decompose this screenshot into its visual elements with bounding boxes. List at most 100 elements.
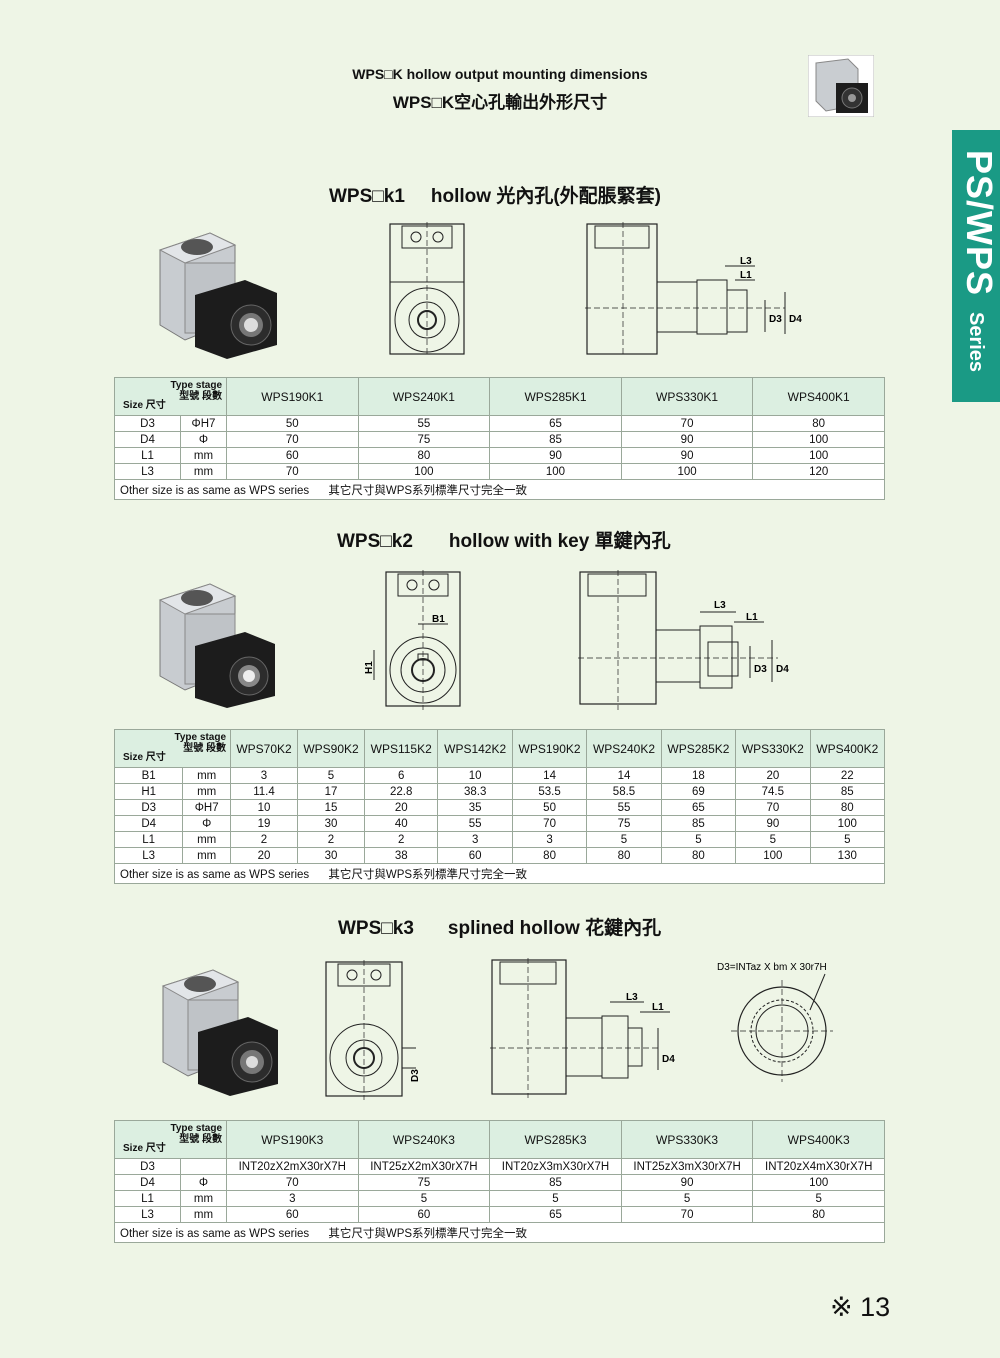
table-note: Other size is as same as WPS series 其它尺寸…: [114, 479, 885, 500]
note-cn: 其它尺寸與WPS系列標準尺寸完全一致: [328, 484, 528, 497]
cell: 2: [297, 831, 365, 848]
cell: 85: [809, 783, 886, 800]
note-en: Other size is as same as WPS series: [120, 868, 310, 881]
table-note: Other size is as same as WPS series 其它尺寸…: [114, 1222, 885, 1243]
row-unit: Φ: [182, 815, 231, 832]
row-name: B1: [113, 767, 184, 784]
cell: 60: [357, 1206, 491, 1223]
cell: 75: [357, 1174, 491, 1191]
product-photo-k2: [158, 583, 275, 708]
row-name: L3: [113, 847, 184, 864]
cell: INT25zX2mX30rX7H: [357, 1158, 491, 1175]
cell: 58.5: [586, 783, 662, 800]
row-unit: mm: [180, 1190, 227, 1207]
cell: 100: [357, 463, 491, 480]
cell: 10: [437, 767, 513, 784]
cell: 55: [357, 415, 491, 432]
cell: 50: [226, 415, 359, 432]
label-l1: L1: [746, 612, 758, 623]
table-row: L1 mm 2 2 2 3 3 5 5 5 5: [113, 831, 886, 848]
table-row: L3 mm 60 60 65 70 80: [114, 1206, 885, 1223]
cell: 100: [809, 815, 886, 832]
cell: 5: [620, 1190, 754, 1207]
cell: 3: [226, 1190, 359, 1207]
table-row: D3 ΦH7 50 55 65 70 80: [114, 415, 885, 432]
model-header: WPS330K2: [735, 729, 811, 768]
type-stage-label-cn: 型號 段數: [179, 391, 222, 402]
label-l1: L1: [652, 1002, 664, 1013]
label-h1: H1: [364, 661, 375, 674]
cell: 85: [489, 431, 622, 448]
side-tab-title: PS/WPS: [959, 150, 1000, 297]
cell: 80: [511, 847, 588, 864]
label-d3: D3: [410, 1069, 421, 1082]
model-header: WPS240K3: [357, 1120, 491, 1159]
model-header: WPS190K1: [226, 377, 359, 416]
model-header: WPS142K2: [437, 729, 513, 768]
cell: 60: [437, 847, 513, 864]
cell: 80: [660, 847, 737, 864]
row-unit: ΦH7: [182, 799, 231, 816]
cell: 5: [297, 767, 365, 784]
note-en: Other size is as same as WPS series: [120, 1227, 310, 1240]
cell: 80: [809, 799, 886, 816]
cell: 100: [752, 1174, 885, 1191]
cell: 85: [660, 815, 737, 832]
row-name: D4: [114, 431, 181, 448]
model-header: WPS115K2: [363, 729, 439, 768]
cell: INT25zX3mX30rX7H: [620, 1158, 754, 1175]
cell: 3: [437, 831, 513, 848]
side-view-drawing-k3: L3 L1 D4: [490, 958, 675, 1098]
cell: INT20zX2mX30rX7H: [226, 1158, 359, 1175]
product-photo-k3: [161, 969, 278, 1096]
label-l1: L1: [740, 270, 752, 281]
cell: 80: [752, 1206, 885, 1223]
cell: 80: [357, 447, 491, 464]
type-stage-label-cn: 型號 段數: [179, 1134, 222, 1145]
cell: 6: [363, 767, 439, 784]
cell: 90: [620, 1174, 754, 1191]
model-header: WPS90K2: [297, 729, 365, 768]
model-header: WPS240K1: [357, 377, 491, 416]
label-d3: D3: [769, 314, 782, 325]
spline-section-drawing: D3=INTaz X bm X 30r7H: [717, 962, 833, 1082]
row-name: H1: [113, 783, 184, 800]
cell: 3: [230, 767, 298, 784]
cell: 14: [586, 767, 662, 784]
row-unit: mm: [180, 463, 227, 480]
cell: 55: [586, 799, 662, 816]
label-l3: L3: [740, 256, 752, 267]
front-view-drawing-k1: [389, 222, 465, 357]
cell: 22: [809, 767, 886, 784]
cell: 130: [809, 847, 886, 864]
row-name: L1: [114, 447, 181, 464]
cell: 120: [752, 463, 885, 480]
cell: 70: [226, 1174, 359, 1191]
label-d4: D4: [662, 1054, 675, 1065]
label-d4: D4: [776, 664, 789, 675]
product-photo-k1: [158, 232, 277, 359]
cell: 19: [230, 815, 298, 832]
cell: INT20zX4mX30rX7H: [752, 1158, 885, 1175]
row-unit: mm: [180, 1206, 227, 1223]
cell: 90: [620, 431, 754, 448]
note-cn: 其它尺寸與WPS系列標準尺寸完全一致: [328, 1227, 528, 1240]
label-l3: L3: [714, 600, 726, 611]
model-header: WPS330K3: [620, 1120, 754, 1159]
cell: 11.4: [230, 783, 298, 800]
cell: 85: [489, 1174, 622, 1191]
cell: 5: [752, 1190, 885, 1207]
cell: 65: [660, 799, 737, 816]
label-d4: D4: [789, 314, 802, 325]
cell: 70: [226, 463, 359, 480]
cell: 65: [489, 415, 622, 432]
table-row: L1 mm 60 80 90 90 100: [114, 447, 885, 464]
cell: 5: [586, 831, 662, 848]
row-name: L1: [114, 1190, 181, 1207]
cell: 70: [620, 1206, 754, 1223]
cell: 90: [620, 447, 754, 464]
section-description: hollow with key 單鍵內孔: [448, 531, 671, 552]
cell: 38.3: [437, 783, 513, 800]
